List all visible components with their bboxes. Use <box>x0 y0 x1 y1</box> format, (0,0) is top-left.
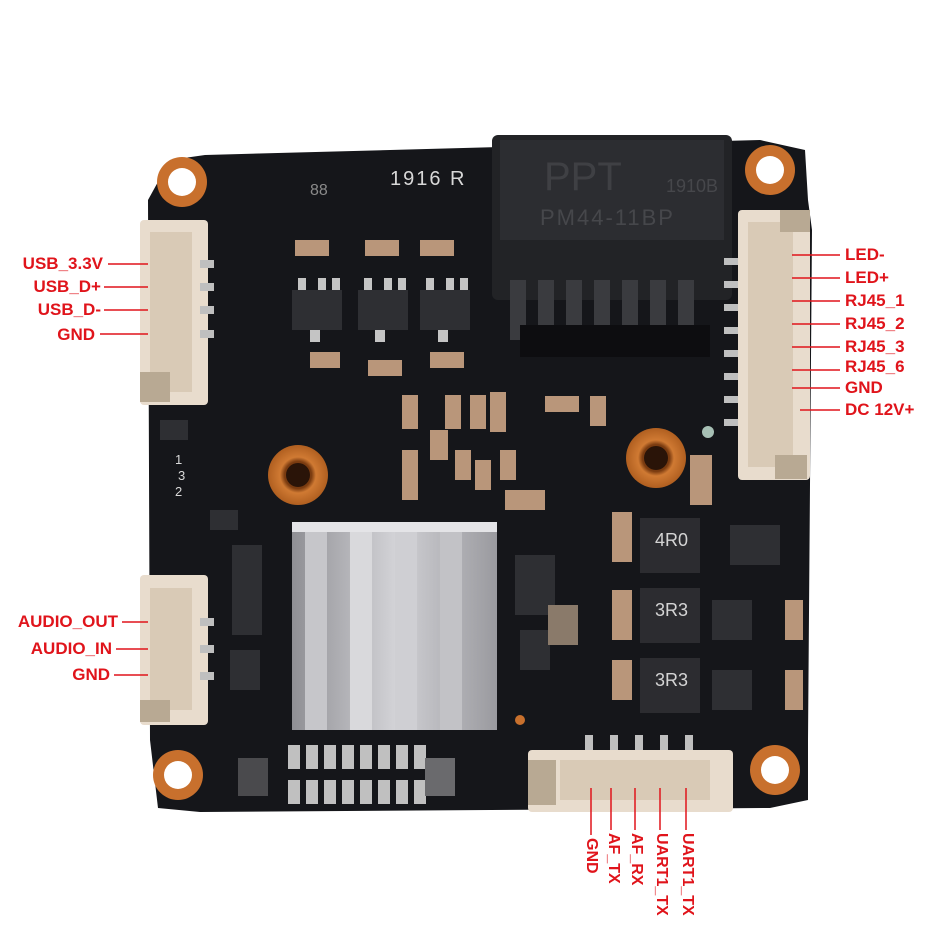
jack-date: 1910B <box>666 176 719 196</box>
bottom-header <box>288 745 426 804</box>
label-rj45-1: RJ45_1 <box>845 291 905 310</box>
inductor-marking-2: 3R3 <box>655 600 689 620</box>
inductor-marking-3: 3R3 <box>655 670 689 690</box>
silk-pin-1: 1 <box>175 452 183 467</box>
label-led-plus: LED+ <box>845 268 889 287</box>
label-uart1-tx-2: UART1_TX <box>679 833 696 916</box>
label-rj45-3: RJ45_3 <box>845 337 905 356</box>
label-net-gnd: GND <box>845 378 883 397</box>
silk-pin-3: 3 <box>178 468 186 483</box>
label-audio-out: AUDIO_OUT <box>17 612 118 631</box>
label-bottom-gnd: GND <box>583 838 600 874</box>
label-audio-gnd: GND <box>72 665 110 684</box>
silk-pin-2: 2 <box>175 484 183 499</box>
label-usb-3v3: USB_3.3V <box>22 254 103 273</box>
heatsink <box>292 522 497 730</box>
label-usb-dplus: USB_D+ <box>33 277 101 296</box>
mounting-pads <box>153 145 800 800</box>
label-rj45-6: RJ45_6 <box>845 357 905 376</box>
label-uart1-tx-1: UART1_TX <box>653 833 670 916</box>
label-usb-gnd: GND <box>57 325 95 344</box>
label-usb-dminus: USB_D- <box>37 300 101 319</box>
audio-connector <box>140 575 214 725</box>
label-af-rx: AF_RX <box>628 833 645 886</box>
jack-brand: PPT <box>544 155 622 199</box>
label-rj45-2: RJ45_2 <box>845 314 905 333</box>
date-code: 1916 R <box>390 168 467 190</box>
label-af-tx: AF_TX <box>605 833 622 884</box>
corner-code: 88 <box>310 182 328 199</box>
jack-model: PM44-11BP <box>540 205 675 230</box>
label-dc-12v: DC 12V+ <box>845 400 915 419</box>
usb-connector <box>140 220 214 405</box>
inductor-marking-1: 4R0 <box>655 530 689 550</box>
label-audio-in: AUDIO_IN <box>30 639 112 658</box>
label-led-minus: LED- <box>845 245 885 264</box>
